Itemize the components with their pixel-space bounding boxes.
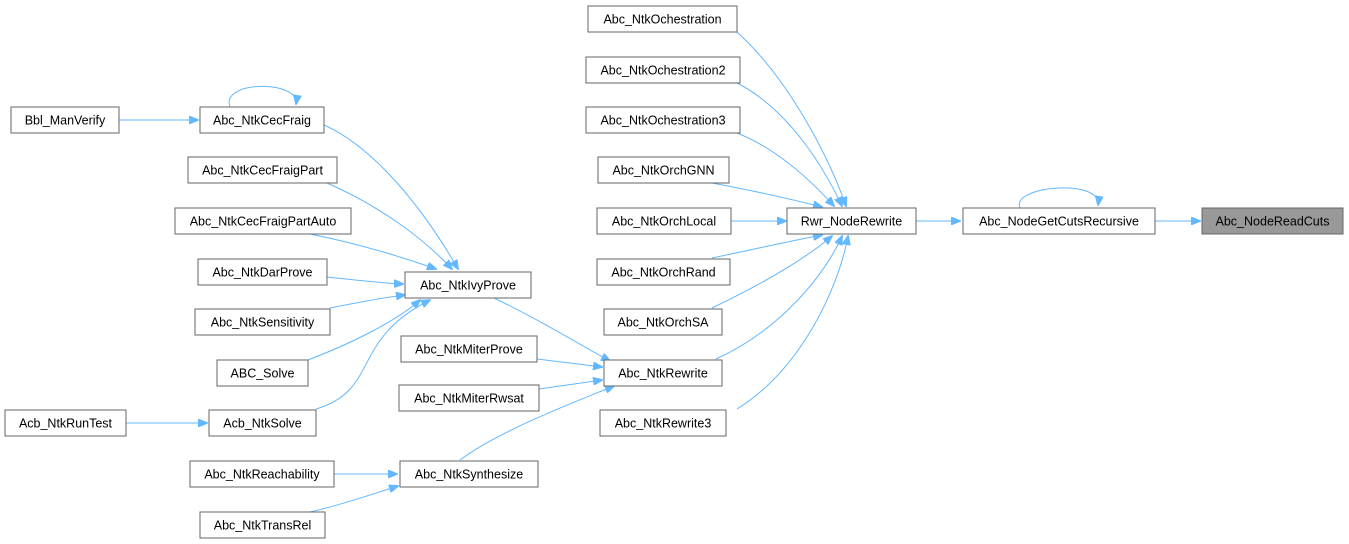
node-abc-ntkorchgnn[interactable]: Abc_NtkOrchGNN — [597, 156, 730, 184]
svg-text:Abc_NodeGetCutsRecursive: Abc_NodeGetCutsRecursive — [979, 215, 1139, 229]
svg-text:Abc_NtkMiterRwsat: Abc_NtkMiterRwsat — [414, 392, 524, 406]
edge-orchrand-to-rwr-noderewrite — [711, 235, 822, 259]
svg-text:Abc_NtkReachability: Abc_NtkReachability — [204, 468, 320, 482]
edge-orchgnn-to-rwr-noderewrite — [711, 182, 822, 207]
svg-text:Abc_NtkCecFraigPartAuto: Abc_NtkCecFraigPartAuto — [190, 215, 337, 229]
edge-miterrwsat-to-ntkrewrite — [538, 380, 602, 390]
svg-text:Abc_NtkTransRel: Abc_NtkTransRel — [214, 519, 312, 533]
edge-transrel-to-synthesize — [309, 486, 398, 513]
edge-cecfraigpart-to-ivyprove — [319, 179, 452, 269]
svg-text:Abc_NtkOrchGNN: Abc_NtkOrchGNN — [612, 164, 714, 178]
node-bbl-manverify[interactable]: Bbl_ManVerify — [10, 106, 120, 134]
edge-cecfraig-self-loop — [228, 85, 296, 108]
node-abc-ntkcecfraigpartauto[interactable]: Abc_NtkCecFraigPartAuto — [174, 207, 352, 235]
node-abc-ntkorchsa[interactable]: Abc_NtkOrchSA — [603, 308, 723, 336]
svg-text:Bbl_ManVerify: Bbl_ManVerify — [25, 114, 106, 128]
svg-text:Abc_NtkRewrite: Abc_NtkRewrite — [618, 367, 708, 381]
node-acb-ntksolve[interactable]: Acb_NtkSolve — [208, 409, 317, 437]
svg-text:Abc_NtkOchestration: Abc_NtkOchestration — [603, 13, 721, 27]
node-abc-ntkcecfraig[interactable]: Abc_NtkCecFraig — [199, 106, 325, 134]
node-abc-ntkorchlocal[interactable]: Abc_NtkOrchLocal — [596, 207, 732, 235]
node-acb-ntkruntest[interactable]: Acb_NtkRunTest — [4, 409, 127, 437]
edge-miterprove-to-ntkrewrite — [536, 358, 602, 367]
svg-text:Abc_NtkOrchSA: Abc_NtkOrchSA — [617, 316, 709, 330]
edge-sensitivity-to-ivyprove — [329, 295, 405, 309]
edge-ntkrewrite3-to-rwr-noderewrite — [736, 236, 848, 410]
node-abc-nodegetcutsrecursive[interactable]: Abc_NodeGetCutsRecursive — [962, 207, 1156, 235]
svg-text:Acb_NtkRunTest: Acb_NtkRunTest — [19, 417, 113, 431]
node-abc-ntkreachability[interactable]: Abc_NtkReachability — [189, 460, 335, 488]
svg-text:Rwr_NodeRewrite: Rwr_NodeRewrite — [801, 215, 902, 229]
node-abc-solve[interactable]: ABC_Solve — [216, 359, 309, 387]
node-abc-ntkivyprove[interactable]: Abc_NtkIvyProve — [404, 271, 532, 299]
svg-text:Abc_NtkOchestration2: Abc_NtkOchestration2 — [600, 64, 725, 78]
node-abc-ntkdarprove[interactable]: Abc_NtkDarProve — [197, 258, 328, 286]
edge-abc-solve-to-ivyprove — [307, 300, 420, 361]
node-abc-ntksensitivity[interactable]: Abc_NtkSensitivity — [194, 308, 331, 336]
svg-text:Abc_NtkOrchRand: Abc_NtkOrchRand — [611, 266, 715, 280]
edge-synthesize-to-ntkrewrite — [459, 386, 614, 461]
node-abc-ntkrewrite[interactable]: Abc_NtkRewrite — [603, 359, 723, 387]
node-rwr-noderewrite[interactable]: Rwr_NodeRewrite — [786, 207, 917, 235]
node-abc-ntkmiterrwsat[interactable]: Abc_NtkMiterRwsat — [398, 384, 540, 412]
svg-text:Abc_NtkDarProve: Abc_NtkDarProve — [212, 266, 312, 280]
svg-text:Abc_NtkSynthesize: Abc_NtkSynthesize — [415, 468, 523, 482]
edge-nodegetcutsrecursive-self-loop — [1019, 187, 1098, 209]
edge-cecfraigpartauto-to-ivyprove — [309, 233, 436, 269]
edge-ochestration2-to-rwr-noderewrite — [736, 82, 842, 206]
node-abc-ntkmiterprove[interactable]: Abc_NtkMiterProve — [400, 335, 538, 363]
node-abc-ntkochestration[interactable]: Abc_NtkOchestration — [587, 5, 738, 33]
edge-ntkrewrite-to-rwr-noderewrite — [715, 236, 842, 360]
svg-text:Abc_NtkMiterProve: Abc_NtkMiterProve — [415, 343, 523, 357]
svg-text:Abc_NtkOrchLocal: Abc_NtkOrchLocal — [612, 215, 716, 229]
svg-text:Abc_NtkCecFraig: Abc_NtkCecFraig — [213, 114, 311, 128]
node-abc-ntkrewrite3[interactable]: Abc_NtkRewrite3 — [599, 409, 727, 437]
edge-orchsa-to-rwr-noderewrite — [711, 236, 832, 309]
node-abc-ntkochestration2[interactable]: Abc_NtkOchestration2 — [585, 56, 741, 84]
node-abc-ntkorchrand[interactable]: Abc_NtkOrchRand — [596, 258, 731, 286]
node-abc-nodereadcuts[interactable]: Abc_NodeReadCuts — [1201, 207, 1344, 235]
edge-ivyprove-to-ntkrewrite — [493, 297, 610, 361]
svg-text:ABC_Solve: ABC_Solve — [231, 367, 295, 381]
node-abc-ntkcecfraigpart[interactable]: Abc_NtkCecFraigPart — [187, 156, 338, 184]
edge-ochestration3-to-rwr-noderewrite — [736, 132, 834, 206]
node-abc-ntkochestration3[interactable]: Abc_NtkOchestration3 — [585, 106, 741, 134]
node-abc-ntksynthesize[interactable]: Abc_NtkSynthesize — [399, 460, 539, 488]
svg-text:Acb_NtkSolve: Acb_NtkSolve — [223, 417, 302, 431]
svg-text:Abc_NtkCecFraigPart: Abc_NtkCecFraigPart — [202, 164, 323, 178]
svg-text:Abc_NodeReadCuts: Abc_NodeReadCuts — [1216, 215, 1330, 229]
edge-ochestration-to-rwr-noderewrite — [736, 31, 846, 206]
node-abc-ntktransrel[interactable]: Abc_NtkTransRel — [199, 511, 326, 539]
svg-text:Abc_NtkSensitivity: Abc_NtkSensitivity — [211, 316, 315, 330]
svg-text:Abc_NtkOchestration3: Abc_NtkOchestration3 — [600, 114, 725, 128]
edge-acb-ntksolve-to-ivyprove — [315, 300, 430, 410]
svg-text:Abc_NtkRewrite3: Abc_NtkRewrite3 — [615, 417, 712, 431]
svg-text:Abc_NtkIvyProve: Abc_NtkIvyProve — [420, 279, 516, 293]
edge-darprove-to-ivyprove — [326, 276, 403, 284]
edge-cecfraig-to-ivyprove — [323, 124, 458, 269]
